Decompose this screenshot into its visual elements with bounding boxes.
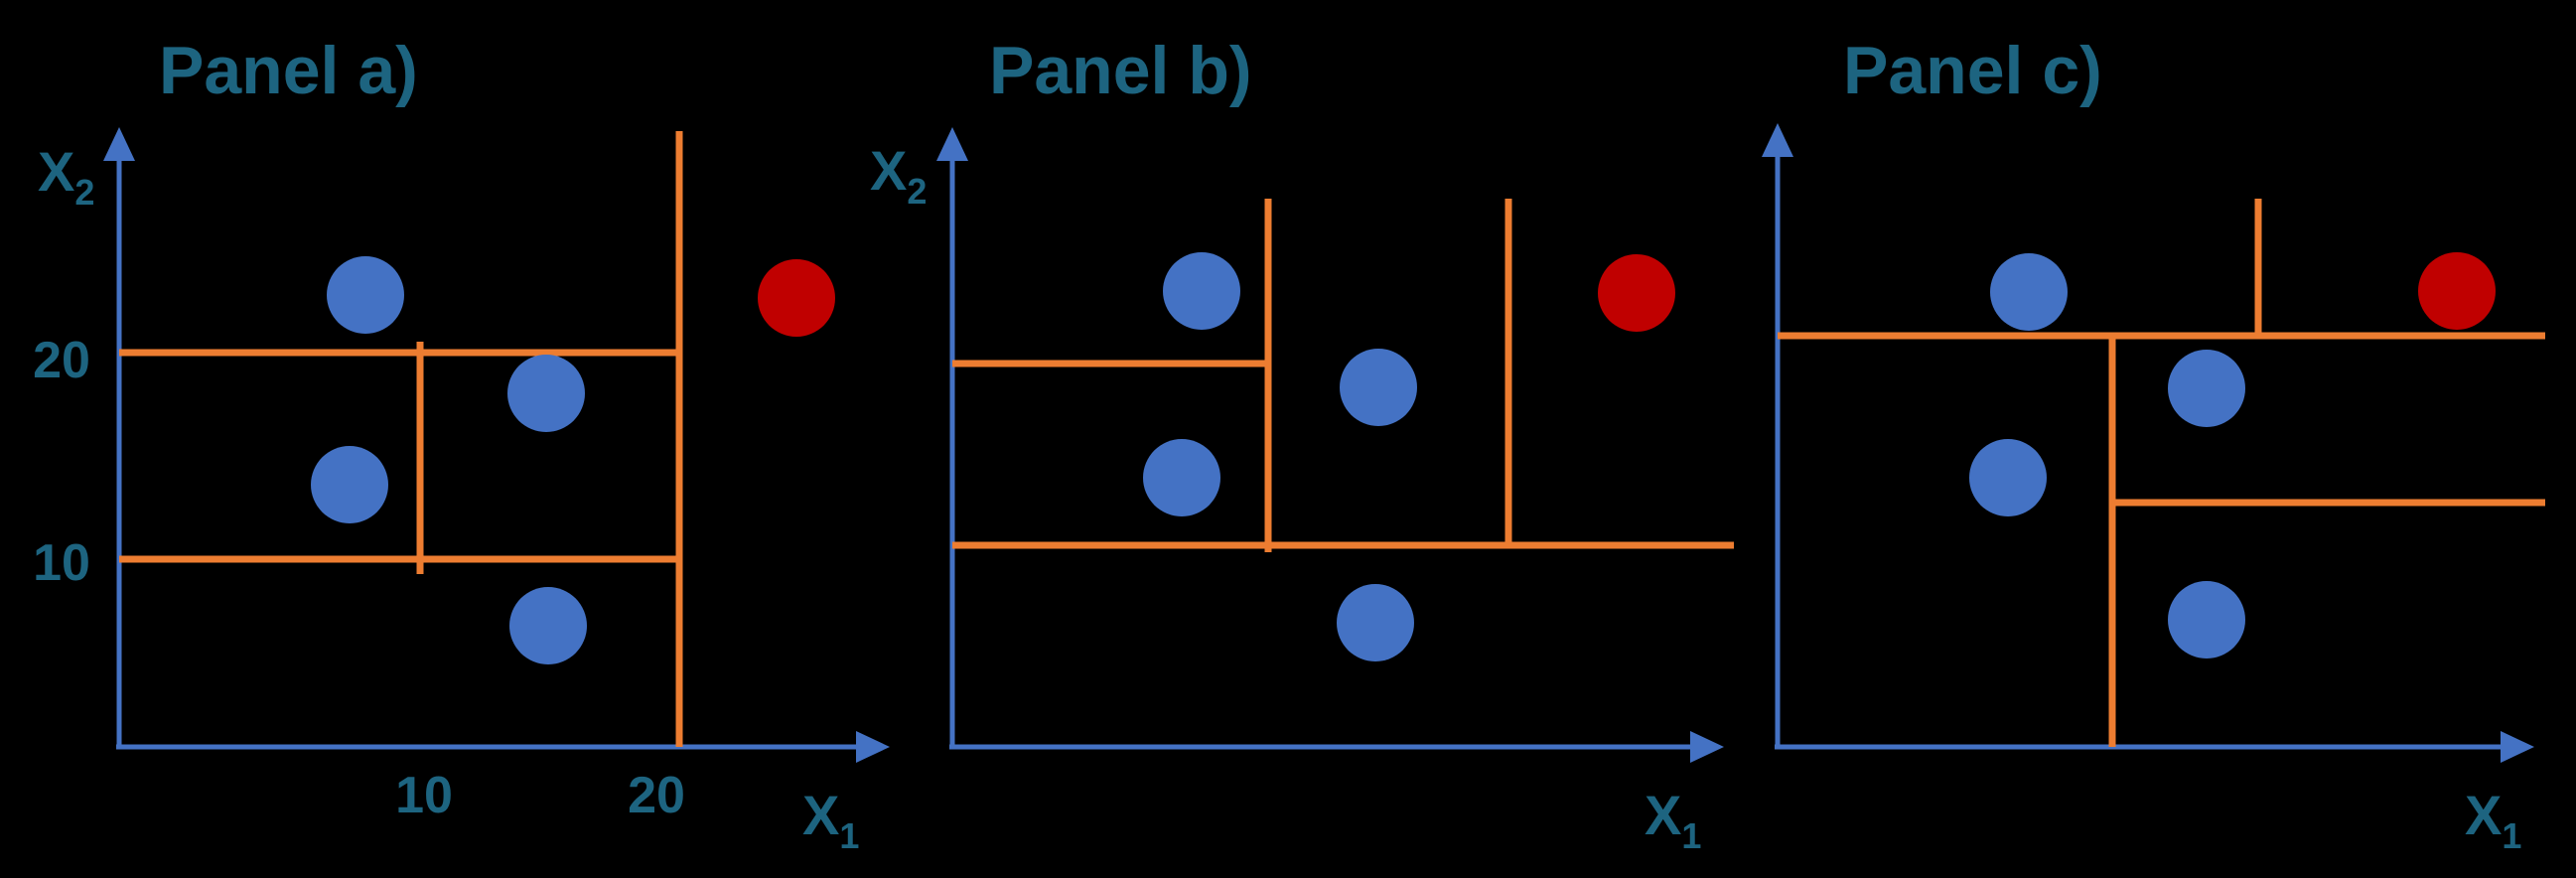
- data-point: [327, 256, 404, 334]
- data-point: [1143, 439, 1220, 516]
- data-point: [509, 587, 587, 664]
- y-axis-arrow-icon: [103, 127, 135, 161]
- data-point: [1990, 253, 2068, 331]
- data-point: [507, 355, 585, 432]
- data-point: [2168, 350, 2245, 427]
- y-axis-label: X2: [870, 139, 927, 212]
- outlier-point: [758, 259, 835, 337]
- x-axis-arrow-icon: [856, 731, 890, 763]
- outlier-point: [1598, 254, 1675, 332]
- data-point: [1340, 349, 1417, 426]
- y-tick-label: 10: [33, 534, 90, 592]
- data-point: [2168, 581, 2245, 658]
- x-axis-arrow-icon: [2501, 731, 2534, 763]
- data-point: [1969, 439, 2047, 516]
- x-axis-label: X1: [802, 784, 859, 856]
- x-axis-label: X1: [1645, 784, 1701, 856]
- panel-title: Panel c): [1843, 33, 2102, 108]
- x-axis-label: X1: [2465, 784, 2521, 856]
- panel-title: Panel b): [989, 33, 1252, 108]
- x-tick-label: 10: [395, 767, 453, 824]
- y-axis-arrow-icon: [936, 127, 968, 161]
- panel-c: Panel c) X1: [1762, 33, 2545, 856]
- data-point: [311, 446, 388, 523]
- panel-a: Panel a) X1 X2 10 20 20 10: [33, 33, 890, 856]
- data-point: [1163, 252, 1240, 330]
- data-point: [1337, 584, 1414, 661]
- x-tick-label: 20: [628, 767, 685, 824]
- y-axis-arrow-icon: [1762, 123, 1793, 157]
- y-axis-label: X2: [38, 140, 94, 213]
- x-axis-arrow-icon: [1690, 731, 1724, 763]
- panel-b: Panel b) X1 X2: [870, 33, 1734, 856]
- panel-title: Panel a): [159, 33, 418, 108]
- outlier-point: [2418, 252, 2496, 330]
- y-tick-label: 20: [33, 332, 90, 389]
